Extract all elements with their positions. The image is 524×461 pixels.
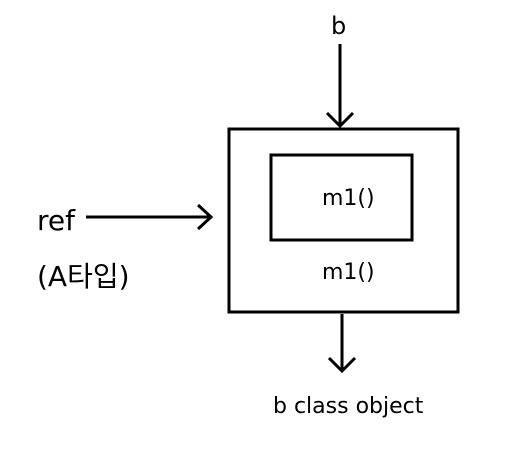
- arrow-object-down: [327, 314, 357, 374]
- label-m1-inner: m1(): [322, 186, 375, 211]
- label-object: b class object: [273, 394, 424, 419]
- label-m1-outer: m1(): [322, 260, 375, 285]
- label-a-type: (A타입): [37, 260, 130, 293]
- arrow-ref-right: [86, 203, 214, 231]
- label-b: b: [331, 12, 347, 40]
- arrow-b-down: [325, 44, 355, 129]
- label-ref: ref: [37, 204, 75, 237]
- inner-method-box: [269, 153, 414, 242]
- outer-object-box: [227, 127, 460, 314]
